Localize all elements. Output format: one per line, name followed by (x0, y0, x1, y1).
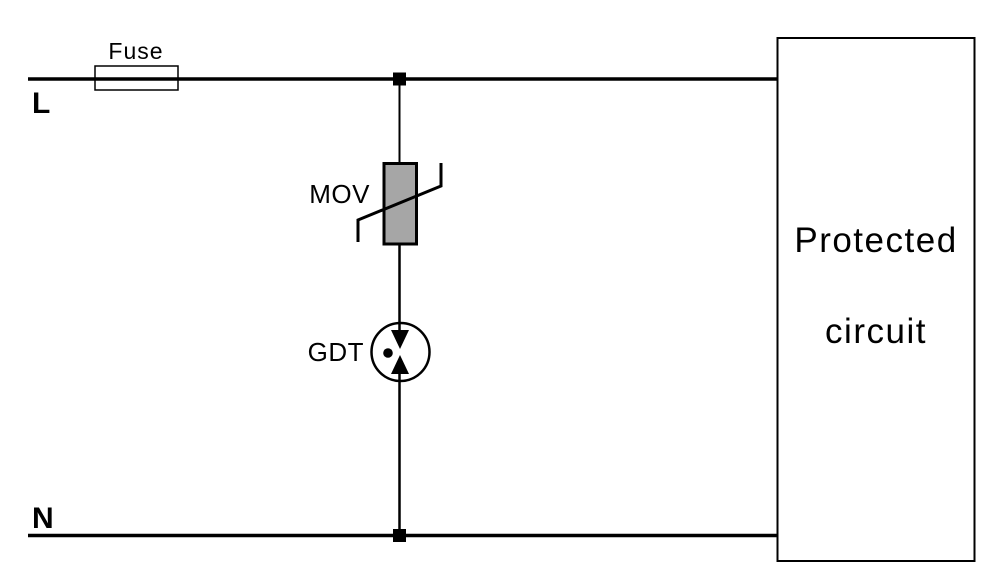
gdt-label: GDT (308, 337, 364, 367)
gdt-dot (383, 348, 393, 358)
gdt-top-arrowhead (391, 330, 409, 349)
protected-circuit-label-line2: circuit (825, 312, 927, 351)
fuse-label: Fuse (108, 38, 163, 64)
protected-circuit-box (776, 37, 976, 562)
varistor-diagonal-stroke (356, 163, 443, 242)
junction-node-bottom (393, 529, 406, 542)
fuse-symbol (94, 65, 179, 91)
mov-symbol (356, 162, 443, 246)
mov-label: MOV (309, 179, 370, 209)
protected-circuit-label-line1: Protected (794, 221, 957, 260)
junction-node-top (393, 72, 406, 86)
gdt-bottom-arrowhead (391, 355, 409, 374)
line-terminal-label: L (32, 87, 50, 120)
mov-body (382, 162, 418, 246)
neutral-terminal-label: N (32, 502, 54, 535)
gdt-symbol (370, 244, 431, 535)
